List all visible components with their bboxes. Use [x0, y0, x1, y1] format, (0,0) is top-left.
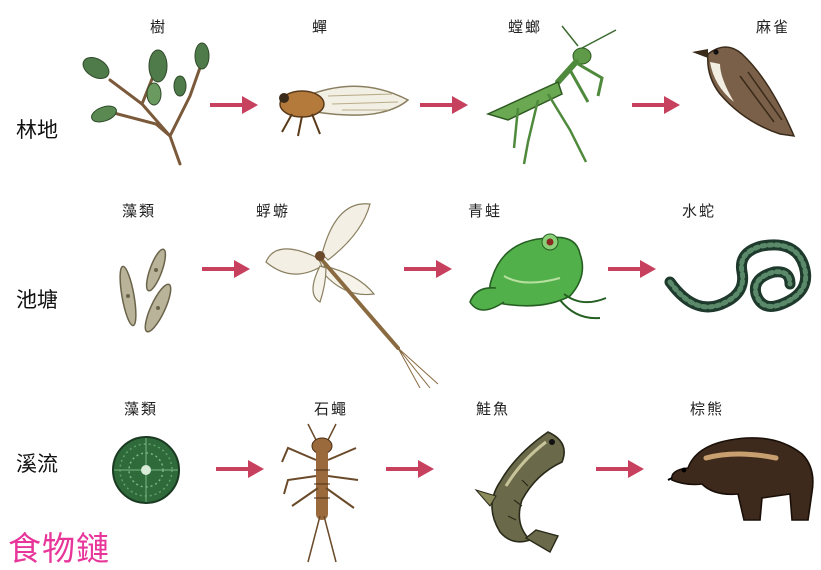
- label-stonefly: 石蠅: [314, 398, 348, 419]
- arrow-right-icon: [606, 258, 658, 280]
- arrow-right-icon: [630, 94, 682, 116]
- habitat-label-pond: 池塘: [16, 284, 58, 314]
- arrow-right-icon: [594, 458, 646, 480]
- salmon-icon: [466, 420, 576, 554]
- label-frog: 青蛙: [468, 200, 502, 221]
- habitat-label-stream: 溪流: [16, 448, 58, 478]
- habitat-label-woodland: 林地: [16, 114, 58, 144]
- label-algae-stream: 藻類: [124, 398, 158, 419]
- sparrow-icon: [690, 36, 800, 146]
- arrow-right-icon: [418, 94, 470, 116]
- label-tree: 樹: [150, 16, 167, 37]
- mantis-icon: [478, 22, 628, 172]
- mayfly-icon: [262, 198, 442, 388]
- label-cicada: 蟬: [312, 16, 329, 37]
- label-brown-bear: 棕熊: [690, 398, 724, 419]
- arrow-right-icon: [200, 258, 252, 280]
- stonefly-icon: [278, 418, 368, 564]
- label-algae-pond: 藻類: [122, 200, 156, 221]
- label-sparrow: 麻雀: [756, 16, 790, 37]
- water-snake-icon: [666, 232, 816, 326]
- cicada-icon: [272, 74, 412, 140]
- frog-icon: [464, 228, 612, 328]
- page-title: 食物鏈: [8, 522, 110, 570]
- algae-diatom-icon: [114, 246, 184, 336]
- label-salmon: 鮭魚: [476, 398, 510, 419]
- brown-bear-icon: [666, 428, 816, 524]
- arrow-right-icon: [214, 458, 266, 480]
- algae-radial-icon: [108, 432, 184, 508]
- label-water-snake: 水蛇: [682, 200, 716, 221]
- arrow-right-icon: [384, 458, 436, 480]
- arrow-right-icon: [208, 94, 260, 116]
- tree-branch-icon: [70, 40, 210, 170]
